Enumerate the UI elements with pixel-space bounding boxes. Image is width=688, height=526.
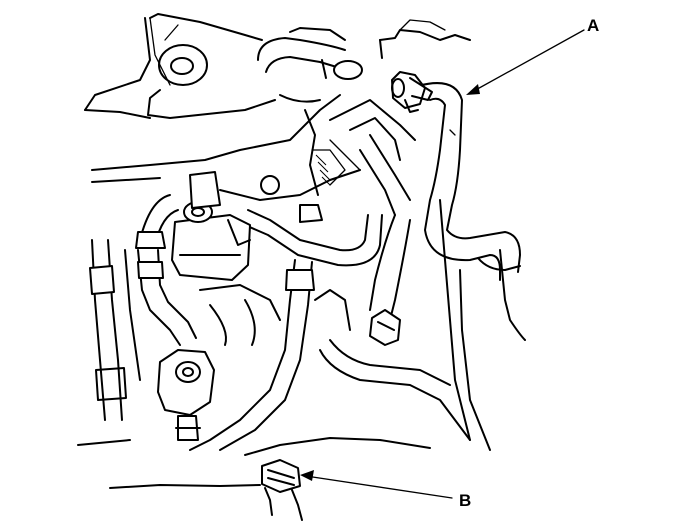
upper-bracket bbox=[379, 19, 471, 59]
clamp-right-middle bbox=[369, 309, 401, 346]
upper-vacuum-hose bbox=[257, 27, 363, 103]
leader-line-a bbox=[471, 29, 585, 93]
left-hose bbox=[135, 194, 197, 346]
callout-leaders bbox=[300, 29, 585, 499]
arrowhead-a bbox=[466, 84, 480, 95]
central-hose bbox=[189, 204, 383, 451]
lower-component bbox=[199, 284, 351, 346]
callout-label-b: B bbox=[459, 491, 472, 510]
right-side-lines bbox=[359, 134, 526, 451]
arrowhead-b bbox=[300, 470, 314, 481]
left-pipes bbox=[77, 239, 141, 446]
callout-label-a: A bbox=[587, 16, 600, 35]
leader-line-b bbox=[305, 475, 453, 499]
lower-hoses bbox=[109, 339, 471, 489]
hose-b bbox=[261, 459, 303, 521]
intake-manifold-casting bbox=[84, 13, 276, 119]
check-valve bbox=[157, 349, 215, 441]
solenoid-valve-assembly bbox=[171, 171, 251, 281]
hose-a bbox=[417, 82, 521, 281]
throttle-body-outline bbox=[91, 94, 416, 201]
clamp-a bbox=[391, 71, 433, 113]
